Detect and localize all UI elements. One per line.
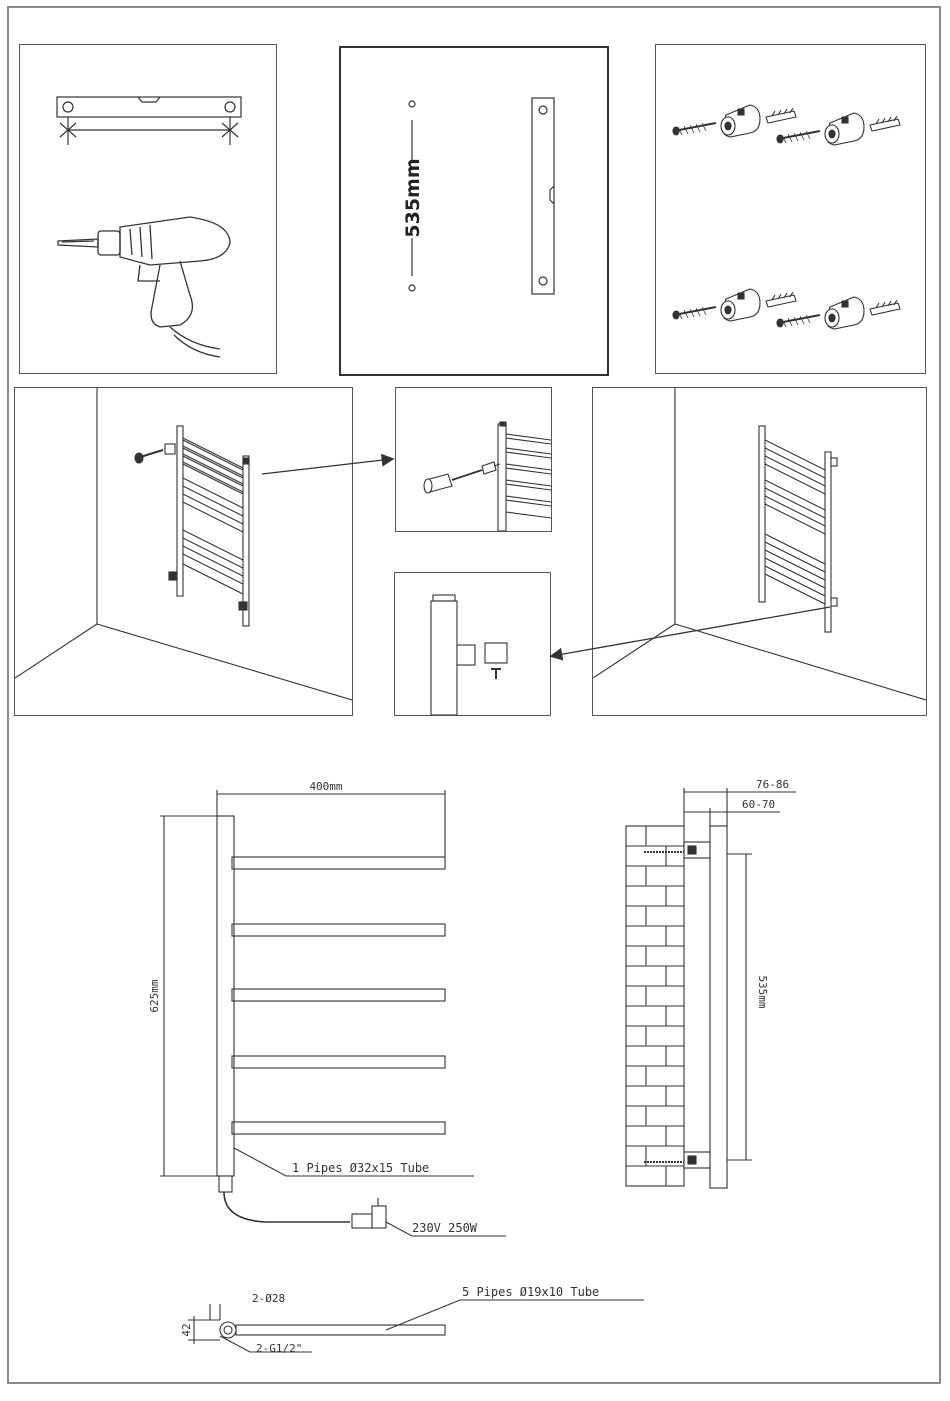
power-label: 230V 250W	[412, 1221, 478, 1235]
height-dimension: 625mm	[148, 979, 161, 1012]
bar-4	[232, 1056, 445, 1068]
width-dimension: 400mm	[309, 780, 342, 793]
side-spacing-dimension: 535mm	[756, 975, 769, 1008]
bar-1	[232, 857, 445, 869]
technical-drawing: 400mm 625mm 1 Pipes Ø32x15 Tube 230V 250…	[116, 760, 834, 1380]
side-depth-inner: 60-70	[742, 798, 775, 811]
plug-icon	[352, 1198, 386, 1228]
main-pipe-label: 1 Pipes Ø32x15 Tube	[292, 1161, 429, 1175]
bottom-holes-label: 2-Ø28	[252, 1292, 285, 1305]
bottom-thread-label: 2-G1/2"	[256, 1342, 302, 1355]
bars-label: 5 Pipes Ø19x10 Tube	[462, 1285, 599, 1299]
bar-5	[232, 1122, 445, 1134]
bar-2	[232, 924, 445, 936]
bottom-depth-label: 42	[180, 1323, 193, 1336]
bar-3	[232, 989, 445, 1001]
side-depth-outer: 76-86	[756, 778, 789, 791]
brick-wall	[626, 826, 684, 1186]
